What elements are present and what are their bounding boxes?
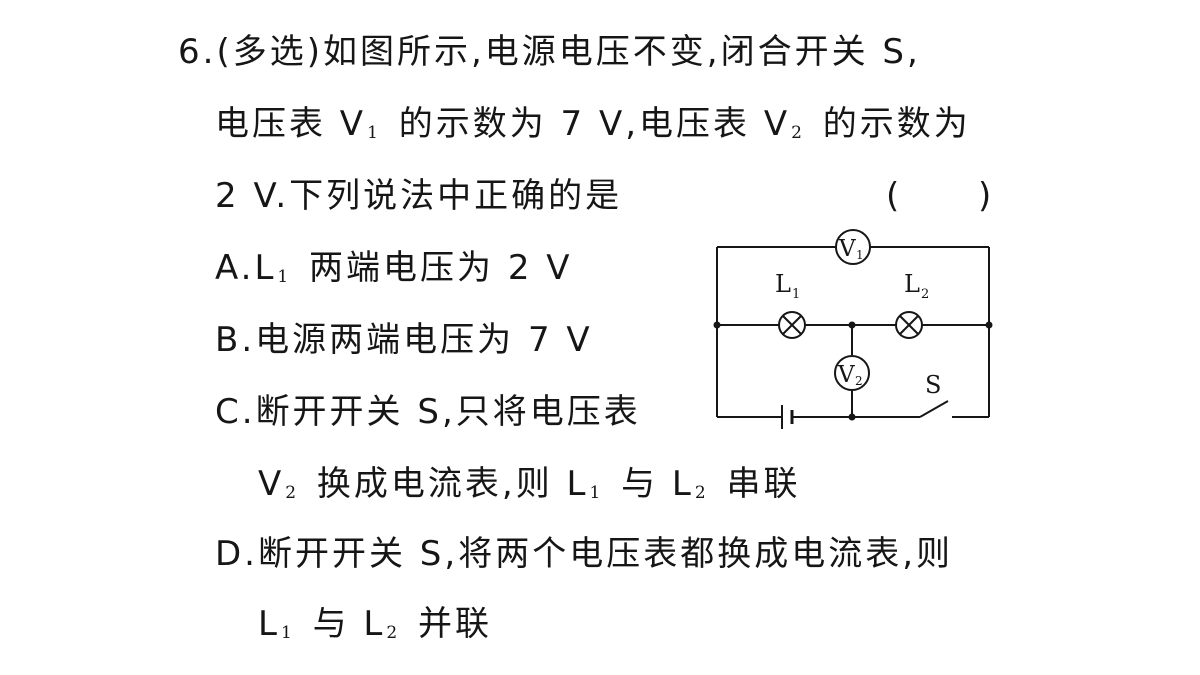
option-text: L: [258, 604, 280, 644]
switch-label: S: [925, 371, 941, 399]
option-letter: D.: [215, 534, 258, 574]
option-a: A.L1 两端电压为 2 V: [215, 248, 573, 297]
subscript: 2: [791, 123, 805, 143]
subscript: 1: [589, 483, 604, 503]
question-tag: (多选): [216, 32, 323, 72]
option-letter: A.: [215, 248, 255, 288]
lamp-l2-label: L: [904, 270, 920, 298]
subscript: 1: [277, 267, 292, 287]
option-b: B.电源两端电压为 7 V: [215, 320, 593, 360]
question-line-3: 2 V.下列说法中正确的是: [215, 176, 622, 216]
option-c-line-1: C.断开开关 S,只将电压表: [215, 392, 641, 432]
subscript: 2: [386, 623, 401, 643]
voltmeter-v2-icon: [834, 355, 870, 391]
voltmeter-v2-label: V: [837, 362, 855, 388]
option-letter: C.: [215, 392, 256, 432]
option-d-line-1: D.断开开关 S,将两个电压表都换成电流表,则: [215, 534, 953, 574]
option-text: 与 L: [607, 464, 694, 504]
option-text: V: [258, 464, 285, 504]
voltmeter-v1-icon: [835, 229, 871, 265]
voltmeter-v1-sub: 1: [856, 248, 864, 262]
stem-text: 的示数为 7 V,电压表 V: [384, 104, 791, 144]
lamp-l1-label: L: [775, 270, 791, 298]
answer-paren-open: (: [886, 176, 900, 216]
junction-dot: [848, 413, 856, 421]
option-text: 并联: [404, 604, 492, 644]
subscript: 1: [280, 623, 295, 643]
question-line-1: 6.(多选)如图所示,电源电压不变,闭合开关 S,: [178, 32, 921, 72]
junction-dot: [985, 321, 993, 329]
answer-paren-close: ): [978, 176, 992, 216]
option-text: 电源两端电压为 7 V: [255, 320, 593, 360]
option-text: L: [254, 248, 277, 288]
subscript: 1: [367, 123, 381, 143]
question-number: 6.: [178, 32, 217, 72]
circuit-diagram: V 1 V 2 L 1 L 2 S: [713, 229, 993, 429]
option-text: 断开开关 S,只将电压表: [255, 392, 641, 432]
option-text: 两端电压为 2 V: [295, 248, 573, 288]
option-text: 与 L: [298, 604, 386, 644]
subscript: 2: [694, 483, 709, 503]
option-text: 断开开关 S,将两个电压表都换成电流表,则: [258, 534, 954, 574]
question-line-2: 电压表 V1 的示数为 7 V,电压表 V2 的示数为: [215, 104, 971, 153]
option-text: 换成电流表,则 L: [303, 464, 589, 504]
stem-text: 2 V.下列说法中正确的是: [215, 176, 623, 216]
lamp-l2-sub: 2: [921, 287, 929, 302]
voltmeter-v1-label: V: [838, 236, 856, 262]
option-d-line-2: L1 与 L2 并联: [258, 604, 492, 653]
switch-blade: [919, 400, 949, 418]
voltmeter-v2-sub: 2: [855, 374, 863, 388]
lamp-l1-sub: 1: [792, 287, 800, 302]
question-stem-1: 如图所示,电源电压不变,闭合开关 S,: [322, 32, 921, 72]
stem-text: 的示数为: [808, 104, 971, 144]
option-letter: B.: [215, 320, 256, 360]
option-c-line-2: V2 换成电流表,则 L1 与 L2 串联: [258, 464, 801, 513]
junction-dot: [713, 321, 721, 329]
stem-voltmeter-v1: 电压表 V: [215, 104, 367, 144]
option-text: 串联: [712, 464, 801, 504]
subscript: 2: [285, 483, 300, 503]
junction-dot: [848, 321, 856, 329]
